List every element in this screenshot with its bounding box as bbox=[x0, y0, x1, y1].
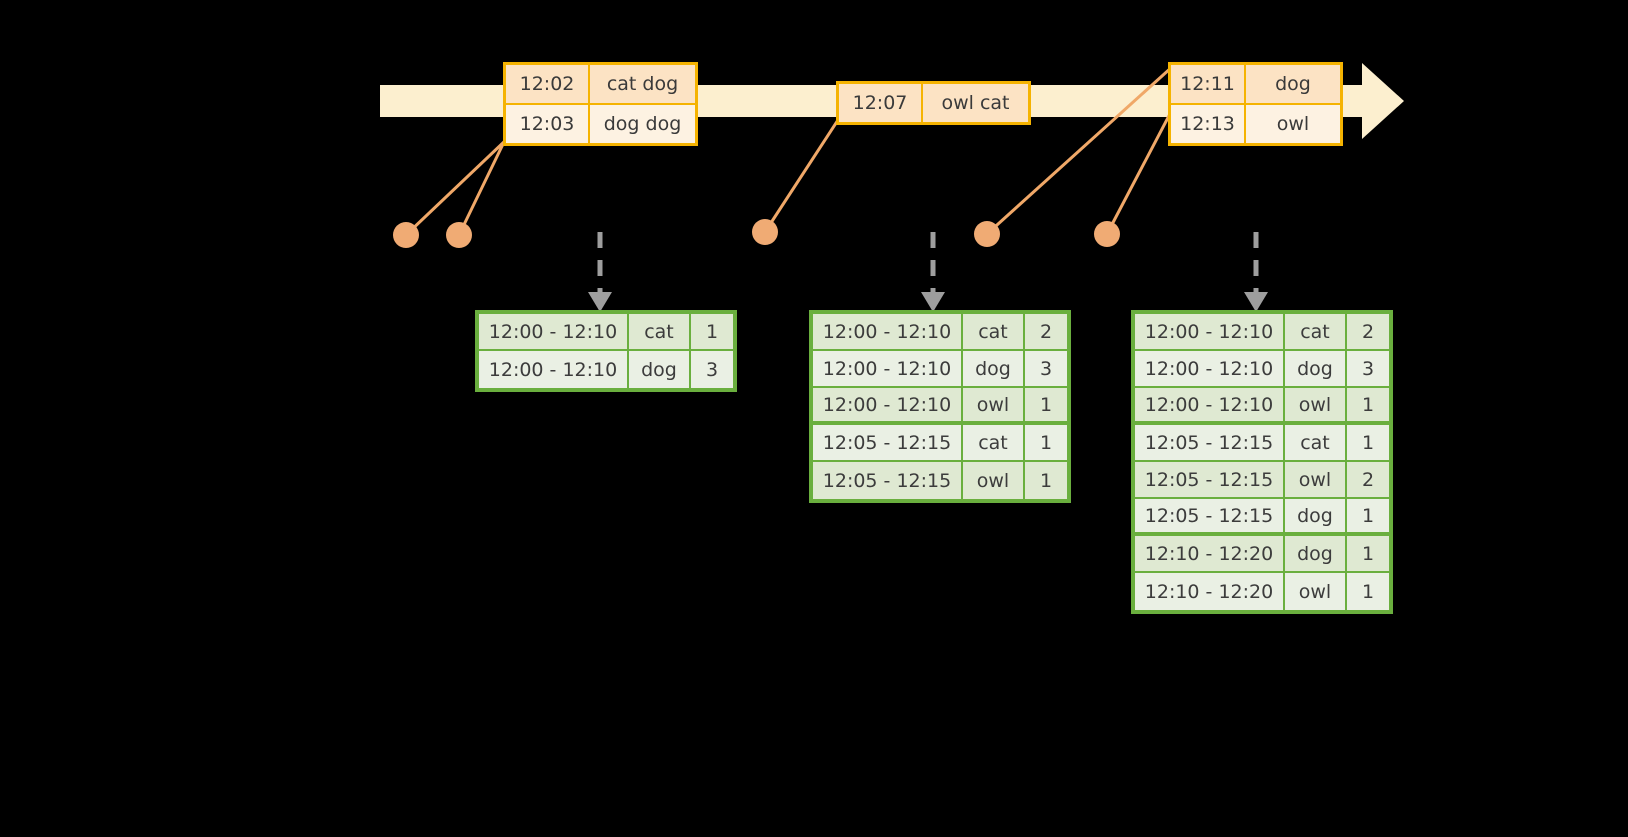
cell-window: 12:00 - 12:10 bbox=[813, 314, 963, 351]
cell-window: 12:00 - 12:10 bbox=[1135, 351, 1285, 388]
cell-word: cat bbox=[1285, 425, 1347, 462]
cell-window: 12:10 - 12:20 bbox=[1135, 573, 1285, 610]
event-dot-icon bbox=[974, 221, 1000, 247]
cell-word: owl bbox=[963, 388, 1025, 425]
table-feed-arrows bbox=[588, 232, 1268, 312]
cell-count: 1 bbox=[1347, 425, 1389, 462]
cell-window: 12:00 - 12:10 bbox=[813, 388, 963, 425]
marker-connector-line bbox=[404, 138, 508, 237]
cell-count: 1 bbox=[1347, 536, 1389, 573]
cell-window: 12:05 - 12:15 bbox=[813, 462, 963, 499]
marker-connector-line bbox=[763, 119, 840, 233]
event-dot-icon bbox=[1094, 221, 1120, 247]
cell-count: 3 bbox=[1347, 351, 1389, 388]
cell-count: 1 bbox=[1025, 425, 1067, 462]
event-words: owl cat bbox=[923, 84, 1028, 122]
dashed-down-arrow-icon bbox=[921, 232, 945, 312]
dashed-down-arrow-icon bbox=[588, 232, 612, 312]
cell-word: cat bbox=[629, 314, 691, 351]
marker-connector-line bbox=[457, 139, 507, 236]
cell-word: owl bbox=[1285, 388, 1347, 425]
cell-count: 3 bbox=[1025, 351, 1067, 388]
marker-connector-line bbox=[1105, 109, 1174, 235]
cell-count: 1 bbox=[691, 314, 733, 351]
cell-count: 1 bbox=[1347, 499, 1389, 536]
cell-window: 12:05 - 12:15 bbox=[1135, 425, 1285, 462]
event-time: 12:02 bbox=[506, 65, 590, 103]
cell-count: 2 bbox=[1347, 314, 1389, 351]
cell-window: 12:05 - 12:15 bbox=[1135, 499, 1285, 536]
cell-count: 1 bbox=[1025, 388, 1067, 425]
cell-word: dog bbox=[629, 351, 691, 388]
cell-window: 12:00 - 12:10 bbox=[1135, 388, 1285, 425]
cell-word: cat bbox=[1285, 314, 1347, 351]
cell-window: 12:00 - 12:10 bbox=[1135, 314, 1285, 351]
event-time: 12:07 bbox=[839, 84, 923, 122]
cell-word: owl bbox=[1285, 573, 1347, 610]
cell-word: dog bbox=[1285, 536, 1347, 573]
cell-count: 2 bbox=[1025, 314, 1067, 351]
event-dot-icon bbox=[393, 222, 419, 248]
cell-word: owl bbox=[963, 462, 1025, 499]
event-words: dog bbox=[1246, 65, 1340, 103]
event-words: owl bbox=[1246, 105, 1340, 143]
cell-count: 1 bbox=[1347, 573, 1389, 610]
cell-window: 12:00 - 12:10 bbox=[479, 314, 629, 351]
event-time: 12:03 bbox=[506, 105, 590, 143]
cell-word: dog bbox=[1285, 499, 1347, 536]
event-markers bbox=[393, 219, 1120, 248]
cell-window: 12:05 - 12:15 bbox=[1135, 462, 1285, 499]
cell-window: 12:10 - 12:20 bbox=[1135, 536, 1285, 573]
cell-word: dog bbox=[1285, 351, 1347, 388]
dashed-down-arrow-icon bbox=[1244, 232, 1268, 312]
event-time: 12:13 bbox=[1171, 105, 1246, 143]
cell-word: dog bbox=[963, 351, 1025, 388]
cell-count: 2 bbox=[1347, 462, 1389, 499]
cell-count: 1 bbox=[1347, 388, 1389, 425]
event-dot-icon bbox=[446, 222, 472, 248]
cell-window: 12:05 - 12:15 bbox=[813, 425, 963, 462]
cell-count: 1 bbox=[1025, 462, 1067, 499]
cell-window: 12:00 - 12:10 bbox=[813, 351, 963, 388]
cell-word: cat bbox=[963, 425, 1025, 462]
event-words: cat dog bbox=[590, 65, 695, 103]
cell-count: 3 bbox=[691, 351, 733, 388]
cell-word: owl bbox=[1285, 462, 1347, 499]
event-dot-icon bbox=[752, 219, 778, 245]
event-words: dog dog bbox=[590, 105, 695, 143]
cell-word: cat bbox=[963, 314, 1025, 351]
cell-window: 12:00 - 12:10 bbox=[479, 351, 629, 388]
event-time: 12:11 bbox=[1171, 65, 1246, 103]
